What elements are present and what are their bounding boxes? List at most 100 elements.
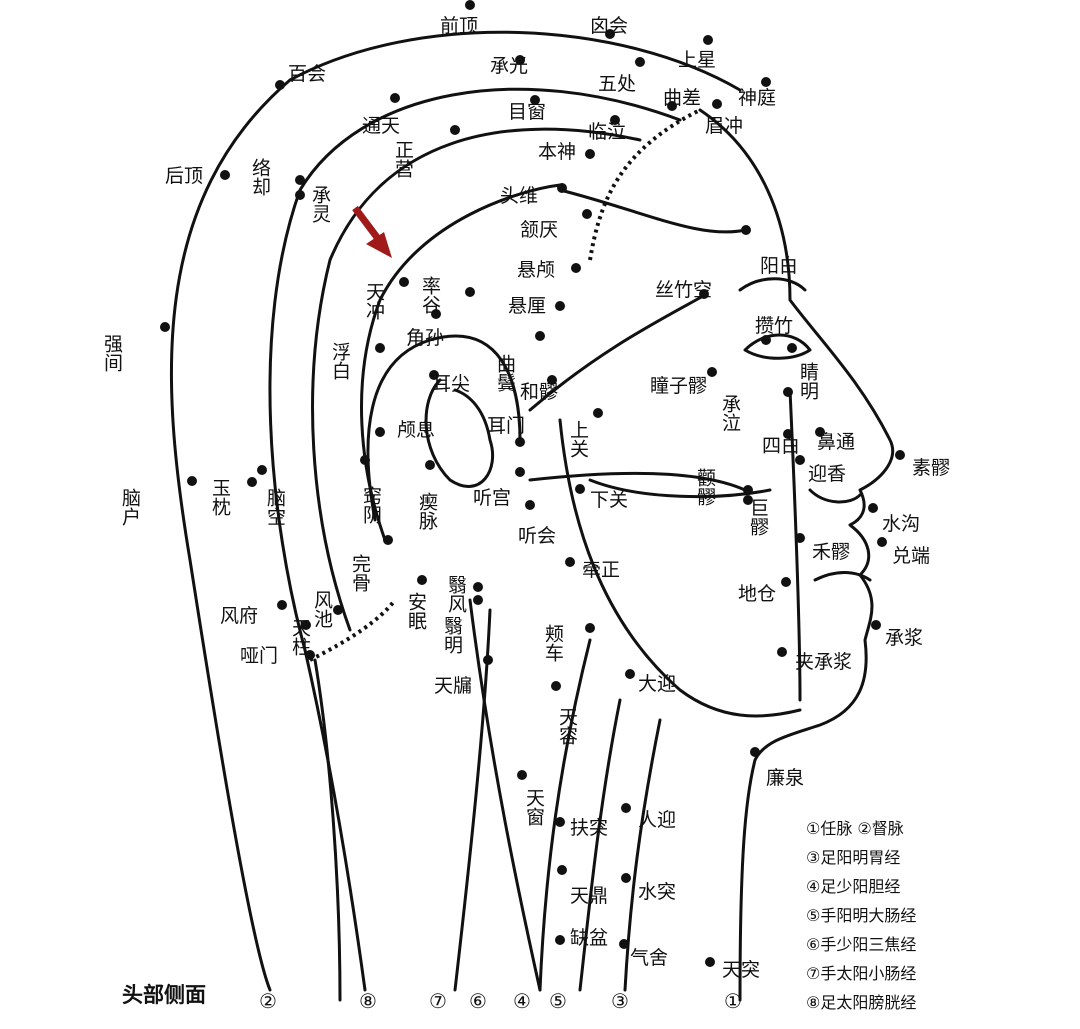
dashed-guide-top — [588, 108, 701, 261]
acupoint-label: 眉冲 — [705, 115, 743, 137]
acupoint: 悬厘 — [508, 295, 565, 317]
acupoint-label: 络却 — [249, 158, 271, 196]
acupoint: 五处 — [598, 57, 645, 95]
acupoint: 阳白 — [741, 225, 798, 277]
meridian-number: ⑤ — [549, 989, 567, 1013]
acupoint-dot — [187, 476, 197, 486]
diagram-title: 头部侧面 — [122, 983, 206, 1007]
acupoint: 攒竹 — [755, 315, 793, 345]
acupoint: 丝竹空 — [655, 279, 712, 301]
acupoint: 天窗 — [517, 770, 545, 826]
acupoint-dot — [360, 455, 370, 465]
acupoint-dot — [712, 99, 722, 109]
meridian-legend: ①任脉 ②督脉③足阳明胃经④足少阳胆经⑤手阳明大肠经⑥手少阳三焦经⑦手太阳小肠经… — [806, 819, 916, 1012]
acupoint-dot — [483, 655, 493, 665]
acupoint: 扶突 — [555, 817, 608, 839]
legend-entry: ④足少阳胆经 — [806, 877, 900, 896]
meridian-number: ⑥ — [469, 989, 487, 1013]
acupoint-dot — [815, 427, 825, 437]
acupoint: 缺盆 — [555, 927, 608, 949]
acupoint-label: 浮白 — [329, 342, 351, 380]
ear-inner — [424, 378, 495, 488]
acupoint-label: 上星 — [678, 49, 716, 71]
acupoint: 角孙 — [406, 309, 444, 349]
acupoint-label: 正营 — [392, 140, 414, 178]
acupoint-dot — [707, 367, 717, 377]
acupoint: 睛明 — [787, 343, 819, 400]
acupoint-dot — [585, 149, 595, 159]
acupoint-dot — [871, 620, 881, 630]
bladder-meridian-line — [268, 87, 682, 992]
acupoint-dot — [781, 577, 791, 587]
acupoint: 安眠 — [405, 575, 427, 630]
acupoint: 正营 — [392, 125, 460, 178]
acupoint-dot — [557, 183, 567, 193]
acupoint-dot — [333, 605, 343, 615]
acupoint-label: 颊车 — [542, 624, 564, 662]
acupoint: 窍阴 — [360, 455, 382, 524]
acupoint-dot — [277, 600, 287, 610]
acupoint-dot — [761, 335, 771, 345]
acupoint-label: 缺盆 — [570, 927, 608, 949]
acupoint-label: 听宫 — [473, 487, 511, 509]
eyebrow-line — [558, 188, 747, 234]
acupoint: 络却 — [249, 158, 305, 196]
acupoint-label: 悬颅 — [517, 259, 555, 281]
acupoint: 曲鬓 — [494, 331, 545, 392]
acupoint-label: 脑户 — [119, 488, 141, 526]
acupoint-dot — [621, 873, 631, 883]
ear-arc — [366, 334, 522, 522]
acupoint-label: 耳尖 — [432, 373, 470, 395]
acupoint-label: 翳风 — [445, 575, 467, 613]
acupoint: 浮白 — [329, 342, 385, 380]
acupoint-dot — [667, 101, 677, 111]
acupoint-dot — [517, 770, 527, 780]
acupoint-dot — [383, 535, 393, 545]
acupoint: 眉冲 — [705, 99, 743, 137]
acupoint-label: 巨髎 — [747, 498, 769, 536]
acupoint-label: 阳白 — [760, 255, 798, 277]
legend-entry: ⑥手少阳三焦经 — [806, 935, 916, 954]
highlight-arrow — [352, 205, 392, 258]
acupoint-label: 气舍 — [630, 947, 668, 969]
acupoint-dot — [535, 331, 545, 341]
acupoint-label: 目窗 — [508, 101, 546, 123]
gallbladder-meridian-line-inner — [360, 183, 562, 542]
acupoint-labels: 前顶囟会上星神庭百会承光五处曲差眉冲通天目窗临泣后顶络却正营本神承灵头维颔厌阳白… — [101, 0, 950, 981]
acupoint: 翳明 — [441, 595, 483, 654]
acupoint: 悬颅 — [517, 259, 581, 281]
acupoint-dot — [877, 537, 887, 547]
lips — [813, 571, 872, 582]
acupoint-label: 人迎 — [638, 809, 676, 831]
acupoint-dot — [465, 0, 475, 10]
acupoint-label: 脑空 — [264, 488, 286, 526]
acupoint-label: 玉枕 — [209, 478, 231, 516]
acupoint-label: 鼻通 — [817, 431, 855, 453]
acupoint: 瞳子髎 — [650, 367, 717, 397]
acupoint-dot — [465, 287, 475, 297]
acupoint: 迎香 — [795, 455, 846, 485]
acupoint: 颅息 — [375, 419, 435, 441]
acupoint-label: 颧髎 — [694, 468, 716, 506]
acupoint: 天容 — [551, 681, 578, 745]
acupoint-dot — [555, 817, 565, 827]
neck-back — [313, 658, 342, 1002]
acupoint-label: 天突 — [722, 959, 760, 981]
acupoint: 兑端 — [877, 537, 930, 567]
acupoint-dot — [699, 289, 709, 299]
neck-line-1 — [453, 608, 492, 992]
acupoint: 曲差 — [663, 87, 701, 111]
acupoint-dot — [295, 190, 305, 200]
acupoint-label: 瘈脉 — [416, 492, 438, 530]
acupoint-dot — [787, 343, 797, 353]
acupoint-dot — [530, 95, 540, 105]
acupoint: 巨髎 — [743, 495, 769, 536]
acupoint-dot — [582, 209, 592, 219]
acupoint: 天鼎 — [557, 865, 608, 907]
acupoint-label: 天牖 — [434, 675, 472, 697]
acupoint-dot — [750, 747, 760, 757]
acupoint-label: 窍阴 — [360, 486, 382, 524]
acupoint-dot — [585, 623, 595, 633]
acupoint-label: 大迎 — [638, 673, 676, 695]
